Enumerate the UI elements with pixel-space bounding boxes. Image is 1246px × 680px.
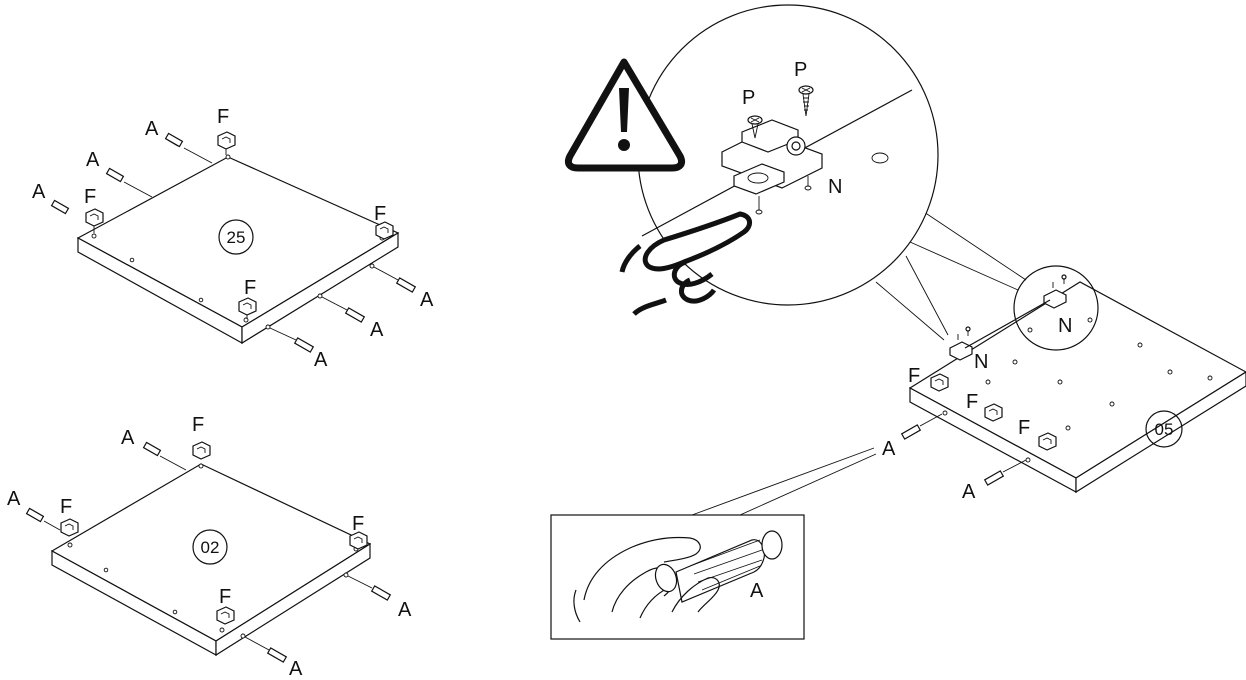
panel-25-number-badge [218,219,254,255]
label-dowel: A [7,488,21,510]
cam-lock-icon [238,297,257,319]
panel-02-edge-right [215,542,371,657]
label-screw: P [794,59,807,81]
dowel-icon [105,167,153,198]
dowel-icon [269,327,315,353]
panel-02-number-badge [192,529,228,565]
label-dowel: A [314,349,328,371]
hand-insert-dowel-icon [573,530,783,623]
callout-lines [691,211,1027,516]
warning-triangle-icon [564,58,686,172]
panel-25-edge-right [241,231,399,345]
label-cam-lock: F [352,513,364,535]
panel-05-group: 05 N N F F F A A [882,265,1246,503]
label-cam-lock: F [219,586,231,608]
dowel-icon [50,199,70,215]
label-cam-lock: F [244,277,256,299]
label-cam-lock: F [84,186,96,208]
cam-lock-icon [349,531,368,550]
bracket-detail-zoom: P P N [619,4,939,316]
label-dowel: A [86,149,100,171]
label-dowel: A [289,658,303,680]
label-dowel: A [398,599,412,621]
panel-25-group: 25 A A A A A A F F F F [32,106,434,371]
panel-02-number: 02 [201,538,220,557]
label-dowel: A [370,319,384,341]
cam-lock-icon [930,373,949,392]
bracket-icon [949,326,973,361]
panel-05-top [908,281,1246,479]
label-cam-lock: F [1018,417,1030,439]
label-screw: P [742,87,755,109]
cam-lock-icon [85,208,104,233]
dowel-icon [373,266,417,293]
label-cam-lock: F [217,106,229,128]
hand-press-icon [619,211,752,316]
panel-05-number: 05 [1155,420,1174,439]
bracket-icon [721,119,823,215]
label-dowel: A [145,118,159,140]
label-dowel: A [420,289,434,311]
detail-magnifier-circle [1013,265,1099,351]
dowel-icon [244,636,288,663]
dowel-icon [347,575,392,601]
label-cam-lock: F [966,391,978,413]
screw-icon [798,85,814,117]
cam-lock-icon [216,606,235,625]
panel-25-number: 25 [227,228,246,247]
dowel-icon [142,441,187,471]
cam-lock-icon [192,441,211,460]
dowel-icon [25,507,61,531]
label-cam-lock: F [374,203,386,225]
dowel-icon [164,132,213,164]
cam-lock-icon [1038,432,1057,451]
dowel-icon [900,413,943,440]
dowel-icon [983,459,1027,486]
panel-05-edge-right [1075,371,1246,494]
label-bracket: N [974,351,988,373]
dowel-insert-inset: A [550,514,805,640]
cam-lock-icon [217,131,236,155]
panel-05-number-badge [1145,410,1183,448]
label-dowel: A [121,427,135,449]
dowel-icon [321,296,366,323]
label-bracket: N [828,176,842,198]
label-dowel: A [32,181,46,203]
label-cam-lock: F [192,414,204,436]
cam-lock-icon [375,221,394,240]
screw-icon [747,115,763,139]
panel-02-group: 02 A A A A F F F F [7,414,412,680]
label-cam-lock: F [60,496,72,518]
label-bracket: N [1058,315,1072,337]
cam-lock-icon [984,403,1003,422]
label-dowel: A [750,580,764,602]
bracket-icon [1043,274,1067,309]
label-dowel: A [962,481,976,503]
label-cam-lock: F [908,365,920,387]
label-dowel: A [882,438,896,460]
cam-lock-icon [60,518,79,537]
